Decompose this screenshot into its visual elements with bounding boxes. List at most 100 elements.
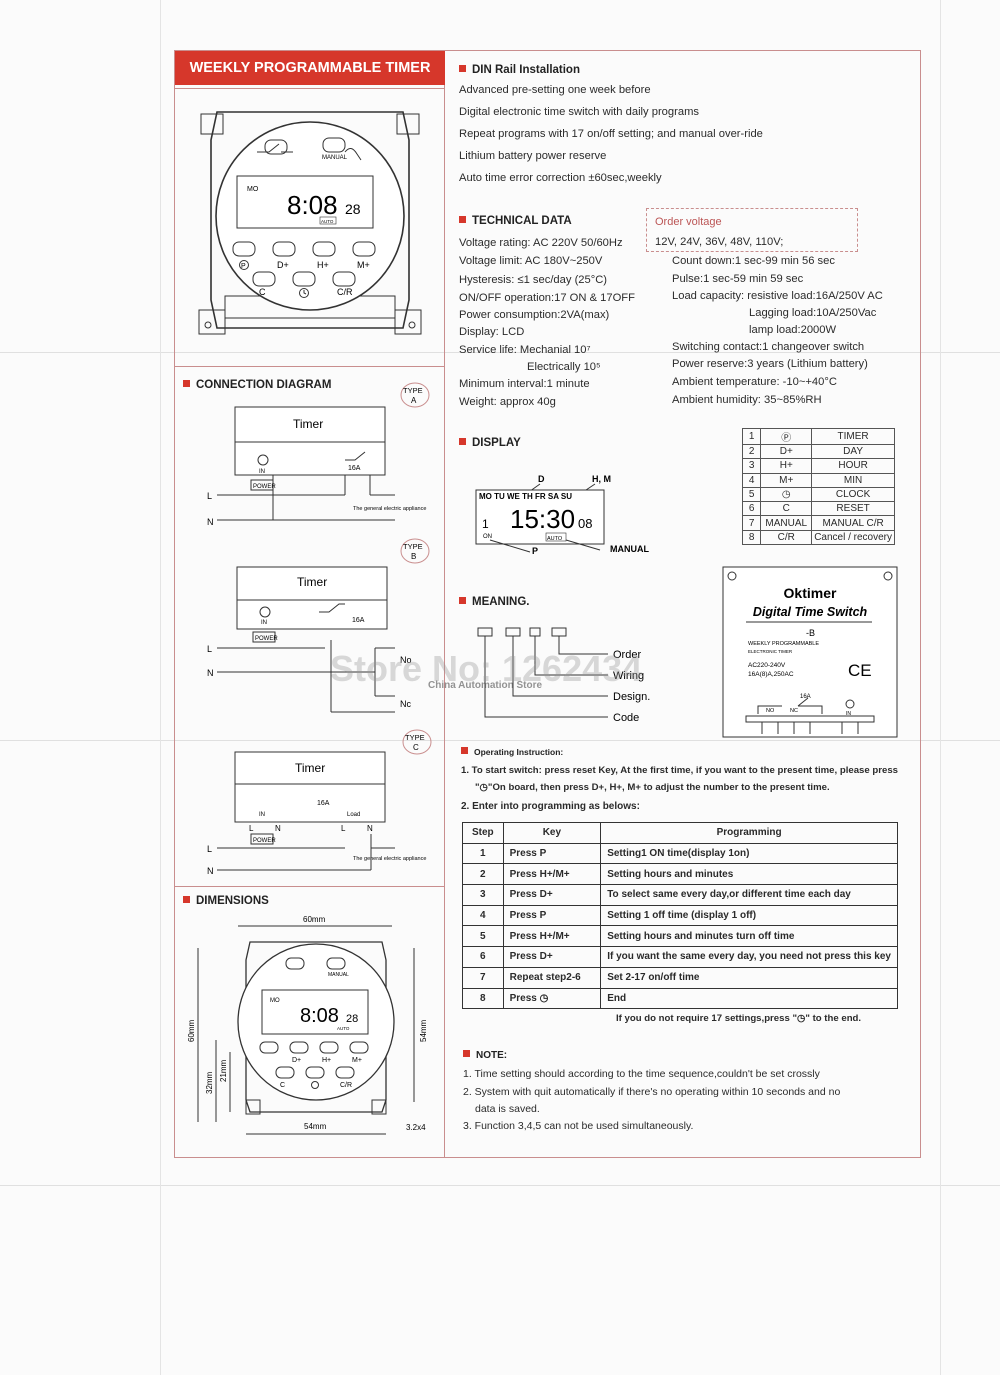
dim-btn-m: M+ xyxy=(352,1057,362,1064)
in-c-label: IN xyxy=(259,812,265,818)
key-table-cell: D+ xyxy=(760,443,813,460)
tech-left-6: Display: LCD xyxy=(459,326,525,338)
product-amp: 16A(8)A,250AC xyxy=(748,671,794,678)
power-c-label: POWER xyxy=(253,838,276,844)
in-b-label: IN xyxy=(261,620,267,626)
key-cell: Press H+/M+ xyxy=(502,925,602,948)
appliance-c-label: The general electric appliance xyxy=(353,856,426,862)
operating-line-3: 2. Enter into programming as belows: xyxy=(461,801,640,812)
dim-manual: MANUAL xyxy=(328,972,349,978)
display-hm-label: H, M xyxy=(592,474,611,484)
note-line-2: 2. System with quit automatically if the… xyxy=(463,1086,841,1098)
note-line-3: data is saved. xyxy=(475,1103,540,1115)
nc-label: Nc xyxy=(400,699,411,709)
key-table-cell: Ⓟ xyxy=(760,428,813,445)
type-c-label: TYPE xyxy=(405,733,425,742)
type-a-label: TYPE xyxy=(403,386,423,395)
step-cell: 6 xyxy=(462,946,504,968)
left-column: WEEKLY PROGRAMMABLE TIMER xyxy=(175,51,445,1157)
tech-right-5: lamp load:2000W xyxy=(749,324,837,336)
operating-line-2: "◷"On board, then press D+, H+, M+ to ad… xyxy=(475,782,830,793)
tech-right-4: Lagging load:10A/250Vac xyxy=(749,307,877,319)
tech-left-9: Minimum interval:1 minute xyxy=(459,378,590,390)
dim-lcd-time: 8:08 xyxy=(300,1005,339,1027)
key-cell: Press P xyxy=(502,904,602,927)
display-manual-label: MANUAL xyxy=(610,544,649,554)
product-in: IN xyxy=(846,711,851,717)
l-a-label: L xyxy=(207,491,212,501)
order-voltage-box xyxy=(646,208,858,252)
key-table-cell: 6 xyxy=(741,501,762,517)
operating-heading: Operating Instruction: xyxy=(461,747,563,757)
programming-footer: If you do not require 17 settings,press … xyxy=(616,1013,862,1024)
manual-label: MANUAL xyxy=(322,155,348,161)
key-table-cell: Cancel / recovery xyxy=(811,529,895,546)
btn-cr-label: C/R xyxy=(337,287,353,297)
meaning-wiring: Wiring xyxy=(613,670,644,682)
step-cell: 3 xyxy=(462,884,504,906)
btn-d-label: D+ xyxy=(277,260,289,270)
power-a-label: POWER xyxy=(253,484,276,490)
display-diagram: D H, M MO TU WE TH FR SA SU 1 15:30 08 O… xyxy=(475,474,649,556)
page-title: WEEKLY PROGRAMMABLE TIMER xyxy=(175,51,445,85)
amp-b-label: 16A xyxy=(352,617,365,624)
key-table-cell: MANUAL xyxy=(760,515,813,531)
step-cell: 2 xyxy=(462,863,504,886)
step-cell: 4 xyxy=(462,904,504,927)
power-b-label: POWER xyxy=(255,636,278,642)
key-table-cell: M+ xyxy=(760,472,813,488)
key-table-cell: DAY xyxy=(811,443,895,460)
product-amp2: 16A xyxy=(800,694,811,700)
programming-cell: End xyxy=(600,987,898,1010)
step-cell: 8 xyxy=(462,987,504,1010)
key-table-cell: C/R xyxy=(760,529,813,546)
dim-height-32: 32mm xyxy=(205,1071,214,1094)
store-watermark: Store No: 1262434 xyxy=(330,648,643,689)
key-table-cell: C xyxy=(760,501,813,517)
dim-lcd-day: MO xyxy=(270,998,280,1004)
dim-width-60: 60mm xyxy=(303,915,326,924)
tech-left-5: Power consumption:2VA(max) xyxy=(459,309,610,321)
key-cell: Press D+ xyxy=(502,946,602,968)
product-brand: Oktimer xyxy=(784,585,837,601)
key-table-cell: TIMER xyxy=(811,428,895,445)
tech-left-1: Voltage rating: AC 220V 50/60Hz xyxy=(459,237,623,249)
timer-b-label: Timer xyxy=(297,575,327,589)
l-c-top: L xyxy=(249,824,254,833)
tech-right-8: Ambient temperature: -10~+40°C xyxy=(672,376,837,388)
lcd-auto: AUTO xyxy=(321,219,334,224)
key-table-cell: 5 xyxy=(741,486,762,503)
svg-text:P: P xyxy=(241,263,246,270)
amp-c-label: 16A xyxy=(317,800,330,807)
tech-left-3: Hysteresis: ≤1 sec/day (25°C) xyxy=(459,274,608,286)
order-voltage-label: Order voltage xyxy=(655,216,722,228)
dim-width-54: 54mm xyxy=(304,1122,327,1131)
l-b-label: L xyxy=(207,644,212,654)
dim-hole: 3.2x4 xyxy=(406,1123,426,1132)
lcd-time: 8:08 xyxy=(287,190,338,220)
tech-left-2: Voltage limit: AC 180V~250V xyxy=(459,255,603,267)
key-table-cell: HOUR xyxy=(811,458,895,474)
display-time: 15:30 xyxy=(510,504,575,534)
tech-right-1: Count down:1 sec-99 min 56 sec xyxy=(672,255,835,267)
programming-cell: Set 2-17 on/off time xyxy=(600,966,898,989)
tech-left-8: Electrically 10⁵ xyxy=(527,361,601,373)
meaning-design: Design. xyxy=(613,691,650,703)
connection-heading: CONNECTION DIAGRAM xyxy=(183,379,331,391)
tech-left-10: Weight: approx 40g xyxy=(459,396,556,408)
display-num: 1 xyxy=(482,517,489,531)
